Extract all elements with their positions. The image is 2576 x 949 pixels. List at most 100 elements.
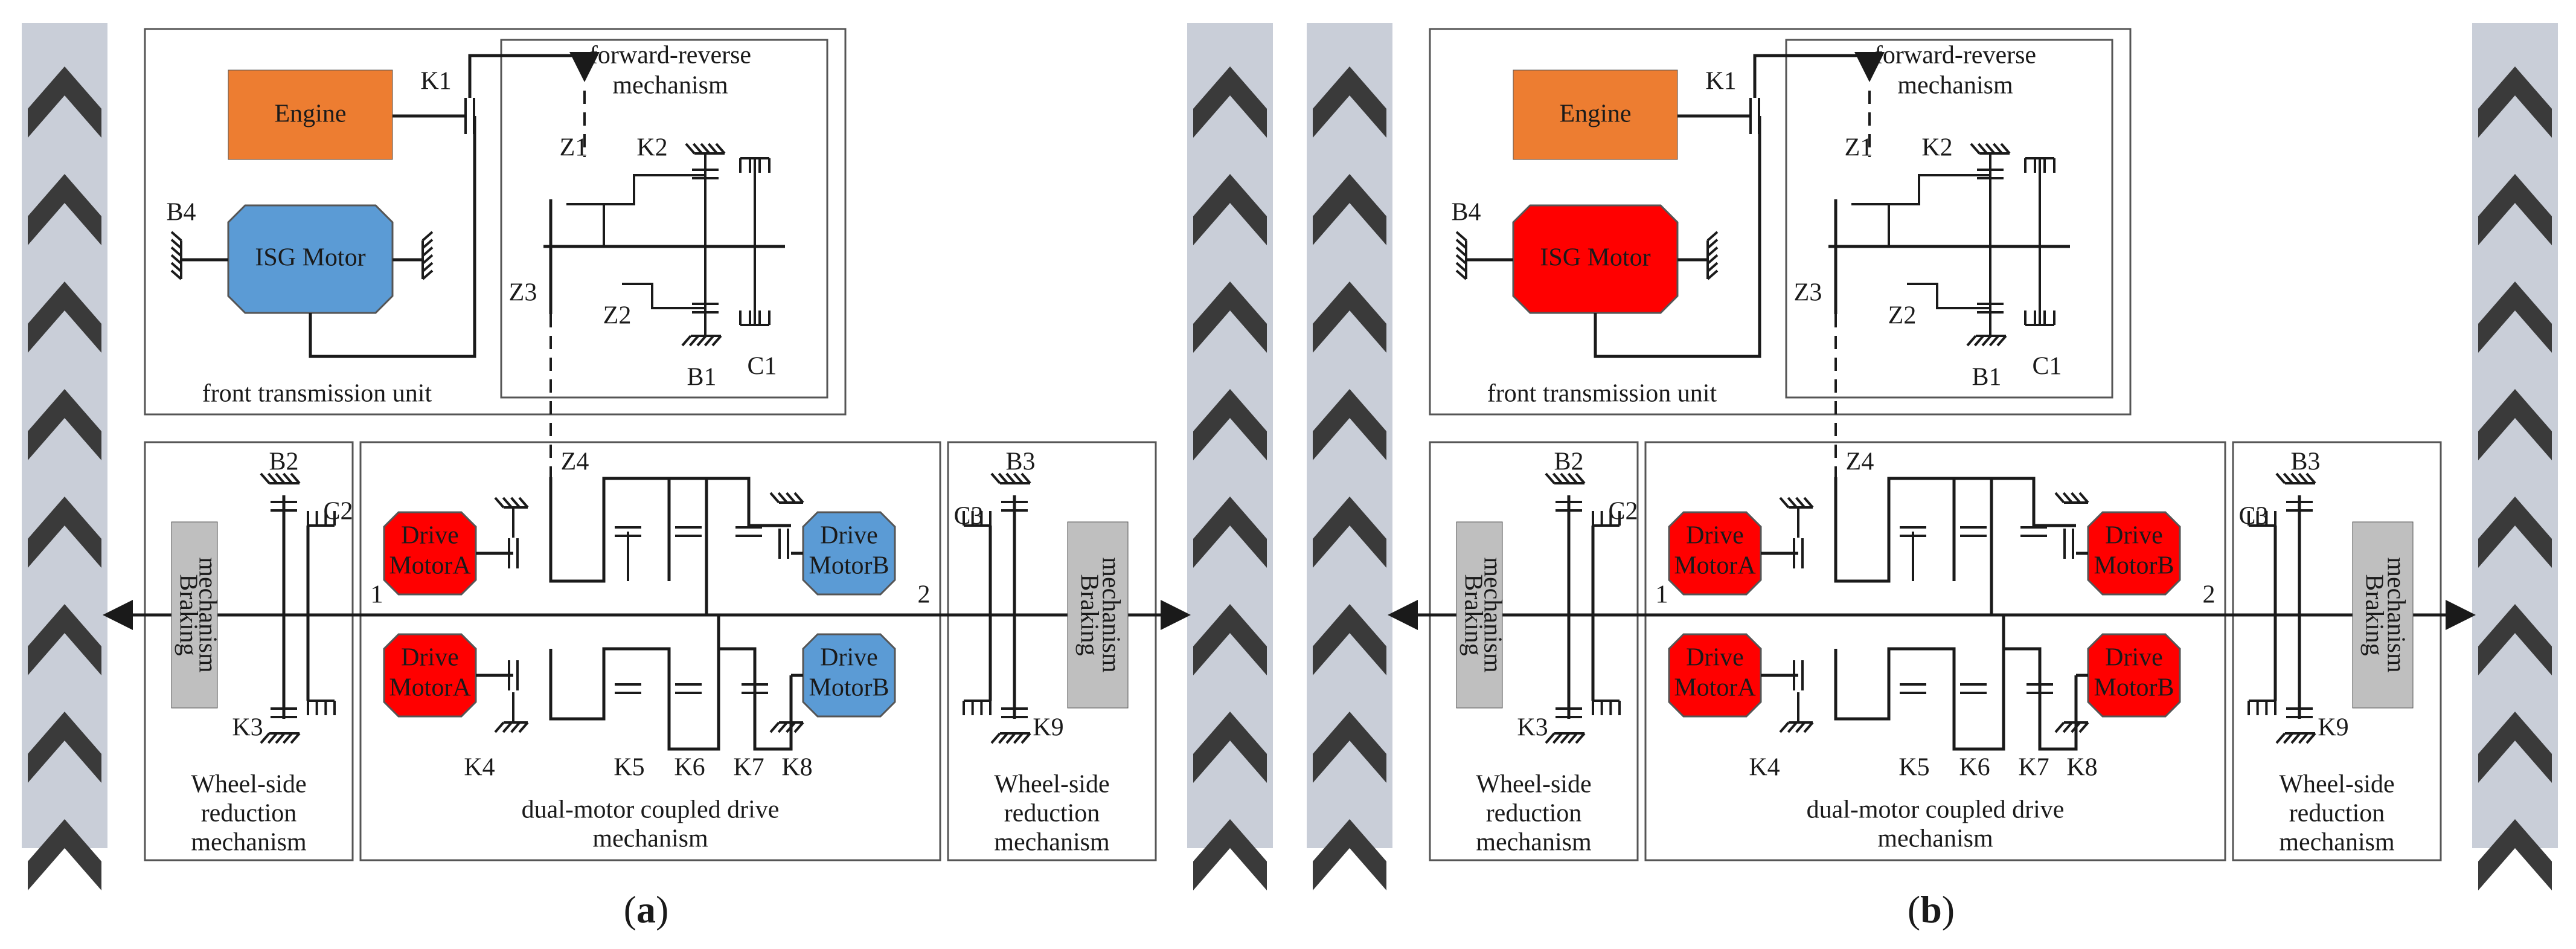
label-b2: B2 bbox=[1554, 448, 1583, 476]
drive-motor-label: Drive bbox=[401, 644, 459, 672]
hatch-tick bbox=[1779, 721, 1790, 733]
chevron-up-icon bbox=[1193, 497, 1267, 568]
hatch-tick bbox=[786, 721, 796, 733]
clutch-k1 bbox=[464, 98, 475, 134]
drive-motor-a-upper bbox=[383, 511, 477, 596]
ground-hatch-icon bbox=[685, 143, 726, 155]
drive-motor-label: MotorB bbox=[809, 552, 889, 580]
hatch-tick bbox=[711, 335, 722, 347]
label-k4: K4 bbox=[464, 754, 495, 782]
hatch-tick bbox=[2078, 492, 2089, 504]
hatch-tick bbox=[1005, 732, 1016, 744]
hatch-tick bbox=[703, 335, 715, 347]
hatch-tick bbox=[502, 497, 513, 509]
chevron-up-icon bbox=[1313, 604, 1386, 675]
hatch-tick bbox=[1706, 246, 1719, 257]
hatch-tick bbox=[769, 721, 780, 733]
clutch-k6 bbox=[675, 526, 702, 537]
wheel-side-left-frame bbox=[144, 441, 354, 861]
braking-label: mechanism bbox=[1478, 557, 1506, 673]
hatch-tick bbox=[715, 143, 726, 155]
chevron-up-icon bbox=[28, 389, 101, 460]
ground-hatch-icon bbox=[2275, 472, 2316, 484]
hatch-tick bbox=[1575, 472, 1586, 484]
clutch-b2 bbox=[1556, 501, 1582, 512]
gear-train-lower bbox=[1834, 615, 2005, 751]
chevron-up-icon bbox=[1193, 712, 1267, 783]
wheel-side-label: Wheel-side bbox=[2279, 771, 2394, 799]
hatch-tick bbox=[1552, 732, 1563, 744]
dual-motor-label: dual-motor coupled drive bbox=[522, 796, 780, 824]
front-unit-label: front transmission unit bbox=[1487, 380, 1717, 408]
braking-box-right bbox=[1067, 521, 1129, 709]
hatch-tick bbox=[990, 472, 1001, 484]
clutch-k1 bbox=[1749, 98, 1760, 134]
hatch-tick bbox=[170, 246, 182, 257]
hatch-tick bbox=[1996, 335, 2007, 347]
hatch-tick bbox=[2305, 732, 2316, 744]
hatch-tick bbox=[1545, 472, 1556, 484]
label-b4: B4 bbox=[166, 199, 196, 227]
hatch-tick bbox=[1985, 143, 1996, 155]
ground-hatch-icon bbox=[494, 497, 529, 509]
k7-shaft bbox=[1991, 477, 2076, 527]
clutch-k3 bbox=[1556, 707, 1582, 718]
label-k5: K5 bbox=[1898, 754, 1929, 782]
drive-motor-a-lower bbox=[383, 633, 477, 718]
label-b4: B4 bbox=[1451, 199, 1481, 227]
hatch-tick bbox=[692, 143, 703, 155]
isg-motor-box bbox=[1512, 204, 1679, 314]
hatch-tick bbox=[998, 732, 1009, 744]
drive-motor-label: MotorB bbox=[809, 674, 889, 702]
hatch-tick bbox=[170, 262, 182, 272]
drive-motor-a-upper bbox=[1668, 511, 1762, 596]
hatch-tick bbox=[1706, 269, 1719, 280]
isg-motor-label: ISG Motor bbox=[1540, 244, 1650, 272]
chevron-up-icon bbox=[28, 174, 101, 245]
hatch-tick bbox=[1706, 231, 1719, 242]
front-unit-frame bbox=[144, 28, 847, 416]
hatch-tick bbox=[421, 269, 434, 280]
drive-motor-label: Drive bbox=[820, 522, 878, 550]
hatch-tick bbox=[1706, 254, 1719, 265]
clutch-b3 bbox=[1001, 501, 1028, 512]
wheel-side-label: mechanism bbox=[2279, 829, 2395, 857]
forward-reverse-label: forward-reverse bbox=[589, 42, 751, 69]
drive-motor-label: Drive bbox=[401, 522, 459, 550]
chevron-up-icon bbox=[2478, 604, 2552, 675]
hatch-tick bbox=[1575, 732, 1586, 744]
label-k6: K6 bbox=[674, 754, 705, 782]
chevron-up-icon bbox=[2478, 281, 2552, 353]
ground-hatch-icon bbox=[170, 231, 182, 280]
clutch-lower-a bbox=[1793, 660, 1804, 690]
hatch-tick bbox=[518, 721, 529, 733]
hatch-tick bbox=[1567, 732, 1578, 744]
label-k9: K9 bbox=[2318, 714, 2348, 742]
braking-box-left bbox=[171, 521, 218, 709]
hatch-tick bbox=[170, 239, 182, 249]
hatch-tick bbox=[510, 497, 521, 509]
hatch-tick bbox=[2275, 732, 2286, 744]
clutch-upper-b bbox=[2063, 529, 2074, 559]
gear-k2-path bbox=[604, 174, 705, 205]
braking-label: Braking bbox=[1459, 574, 1487, 655]
label-k8: K8 bbox=[781, 754, 812, 782]
hatch-tick bbox=[688, 335, 700, 347]
hatch-tick bbox=[1706, 239, 1719, 249]
brake-comb bbox=[1592, 511, 1621, 527]
hatch-tick bbox=[2071, 492, 2081, 504]
hatch-tick bbox=[1560, 472, 1571, 484]
hatch-tick bbox=[1803, 721, 1814, 733]
hatch-tick bbox=[1992, 143, 2004, 155]
k1-output bbox=[1753, 54, 1870, 98]
drive-motor-label: Drive bbox=[2105, 644, 2163, 672]
hatch-tick bbox=[170, 231, 182, 242]
ground-hatch-icon bbox=[1545, 472, 1586, 484]
braking-label: Braking bbox=[174, 574, 202, 655]
braking-label: mechanism bbox=[2382, 557, 2409, 673]
front-unit-frame bbox=[1429, 28, 2132, 416]
clutch-k9 bbox=[2286, 707, 2313, 718]
hatch-tick bbox=[1779, 497, 1790, 509]
hatch-tick bbox=[494, 721, 505, 733]
